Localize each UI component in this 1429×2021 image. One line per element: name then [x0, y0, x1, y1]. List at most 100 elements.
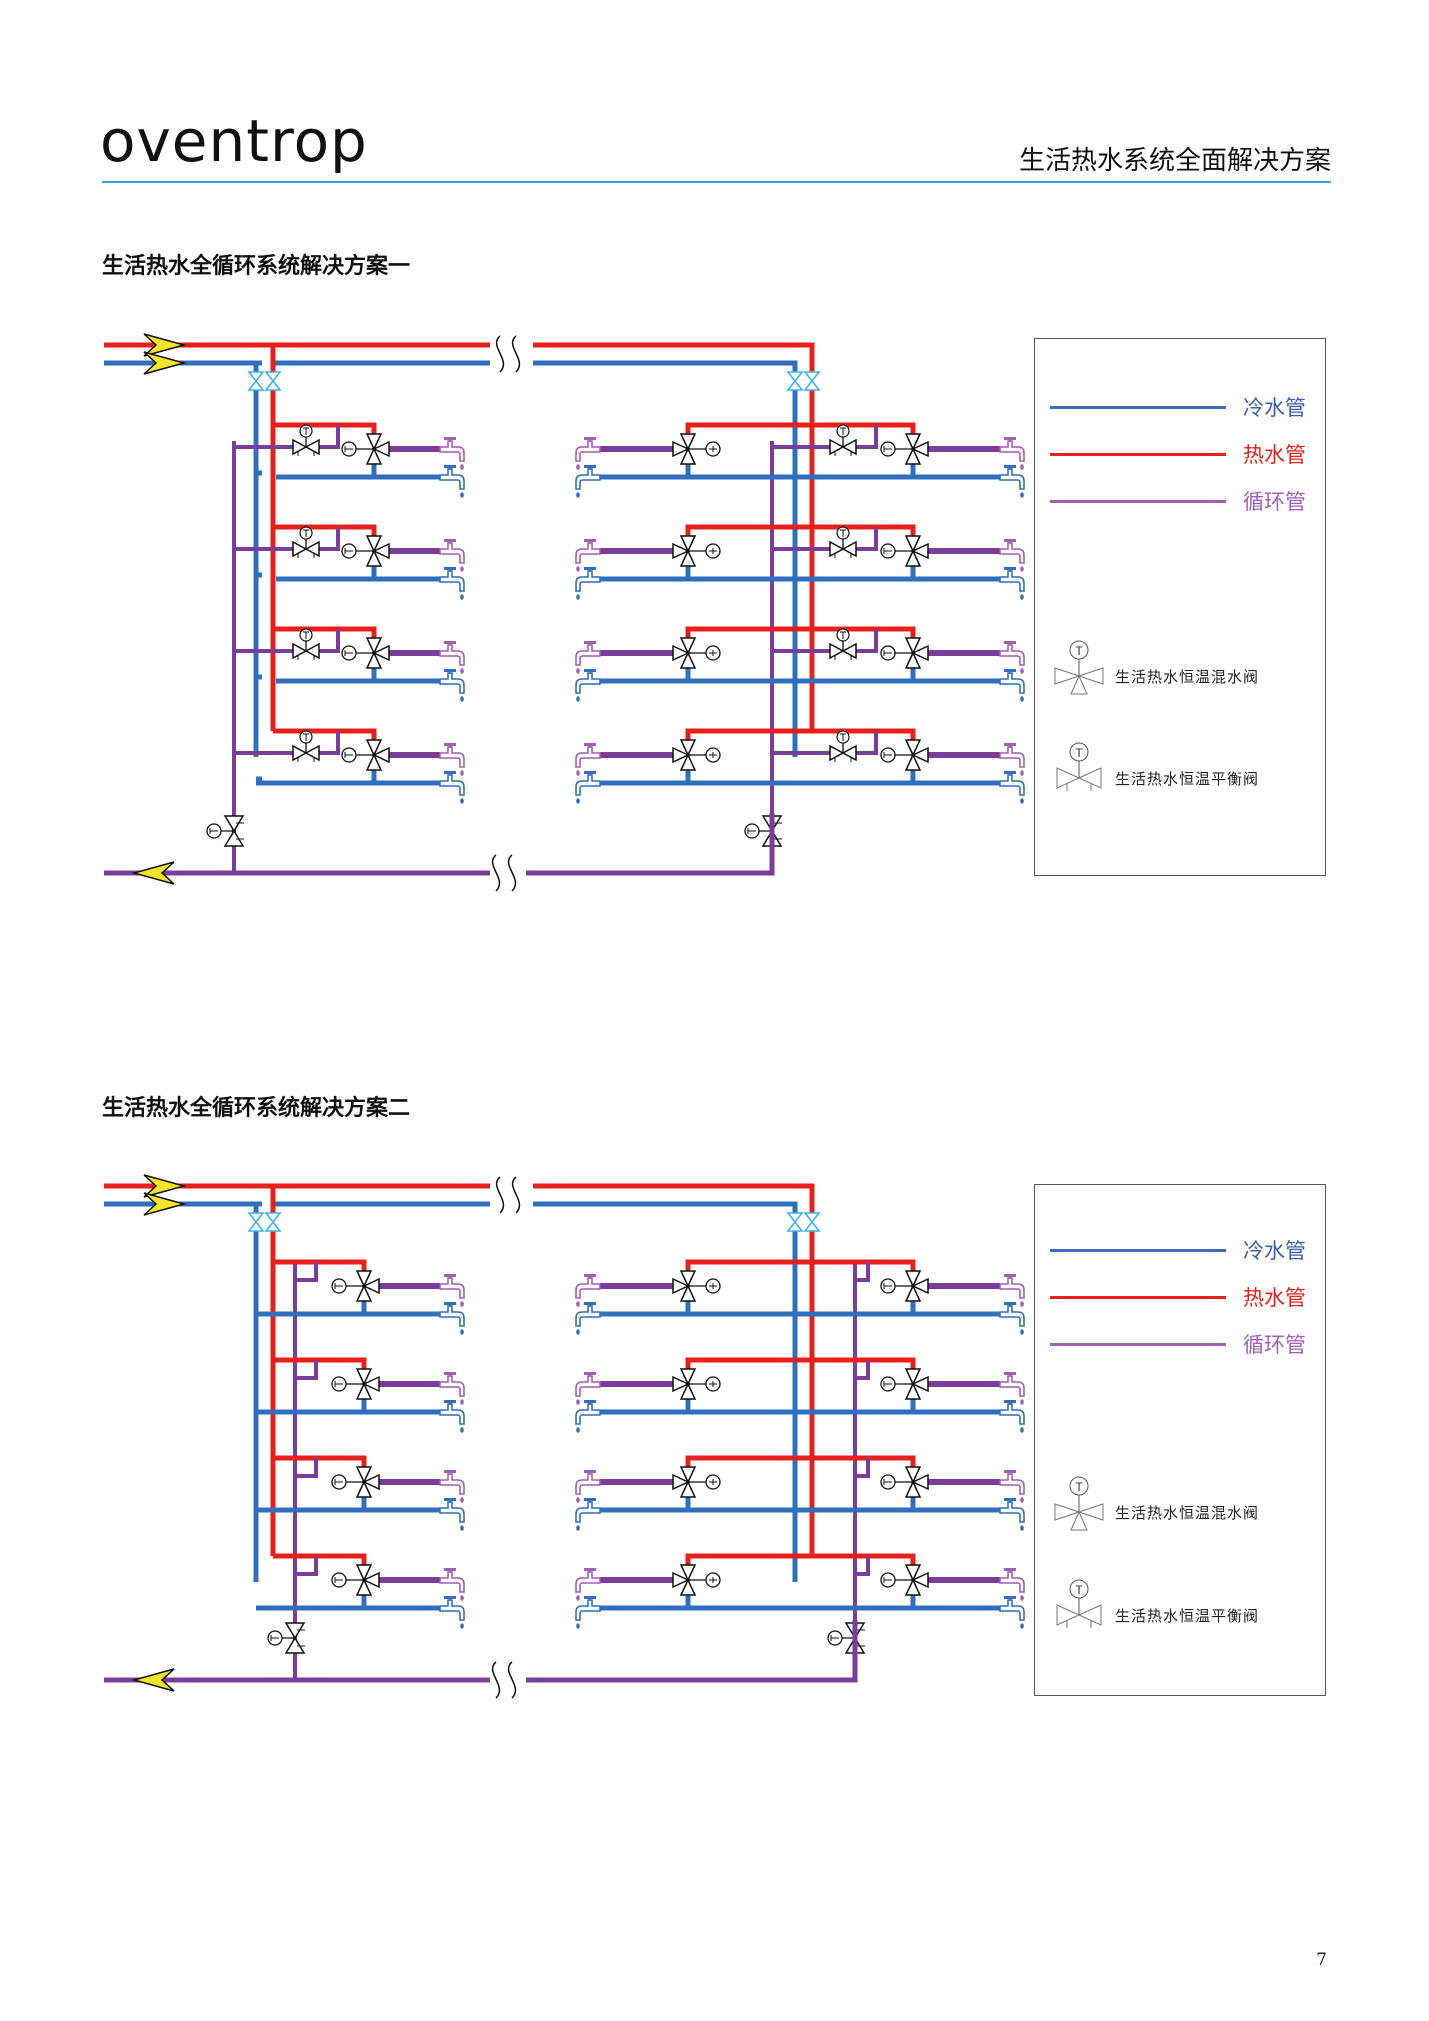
- cold-water-faucet-icon: [575, 1596, 601, 1629]
- riser-balancing-valve-icon: [827, 1622, 866, 1654]
- circulation-branch: [856, 527, 878, 551]
- mixed-water-faucet-icon: [439, 641, 465, 674]
- riser-1: [206, 371, 465, 873]
- mixed-water-faucet-icon: [439, 1274, 465, 1307]
- return-arrow-icon: [131, 1668, 175, 1692]
- balancing-valve-label: 生活热水恒温平衡阀: [1115, 770, 1260, 788]
- mixed-water-faucet-icon: [439, 1372, 465, 1405]
- cold-water-faucet-icon: [439, 1596, 465, 1629]
- circulation-branch: [855, 1556, 870, 1576]
- flow-arrow-icon: [143, 1192, 187, 1216]
- legend-hot-pipe: 热水管: [1050, 439, 1315, 469]
- floor-branch: [575, 1259, 1025, 1335]
- thermostatic-mixing-valve-icon: [341, 535, 390, 567]
- circulation-return-main: [104, 1620, 858, 1699]
- legend-circulation-pipe: 循环管: [1050, 1329, 1315, 1359]
- supply-mains: [104, 333, 815, 381]
- thermostatic-mixing-valve-icon: [880, 739, 929, 771]
- cold-water-faucet-icon: [439, 771, 465, 804]
- mixed-water-faucet-icon: [999, 1568, 1025, 1601]
- thermostatic-mixing-valve-icon: [672, 1368, 721, 1400]
- hot-water-branch: [273, 422, 377, 434]
- circulation-branch: [319, 425, 340, 449]
- thermostatic-balancing-valve-icon: [292, 628, 320, 660]
- thermostatic-mixing-valve-icon: [880, 1466, 929, 1498]
- scheme-2-legend: 冷水管 热水管 循环管 T 生活热水恒温混水阀 T 生活热水恒温平衡阀: [1034, 1184, 1326, 1696]
- hot-water-branch: [273, 1455, 367, 1467]
- floor-branch: [575, 626, 1025, 702]
- hot-pipe-label: 热水管: [1243, 443, 1306, 467]
- thermostatic-balancing-valve-icon: [829, 730, 857, 762]
- hot-water-branch: [273, 1259, 367, 1271]
- mixing-valve-label: 生活热水恒温混水阀: [1115, 668, 1260, 686]
- header-title: 生活热水系统全面解决方案: [1018, 146, 1331, 176]
- scheme-2-title: 生活热水全循环系统解决方案二: [102, 1096, 411, 1121]
- isolation-valve-icon: [247, 371, 265, 391]
- pipe-break-icon: [495, 1176, 521, 1214]
- circulation-branch: [295, 1360, 318, 1380]
- riser-1: [247, 1212, 465, 1680]
- flow-arrow-icon: [143, 351, 187, 375]
- thermostatic-mixing-valve-icon: [331, 1270, 380, 1302]
- supply-mains: [104, 1174, 815, 1222]
- circulation-branch: [856, 425, 878, 449]
- hot-water-branch: [273, 1357, 367, 1369]
- scheme-1-pipework: [104, 333, 1025, 892]
- thermostatic-balancing-valve-icon: [829, 526, 857, 558]
- circulation-branch: [855, 1458, 870, 1478]
- isolation-valve-icon: [803, 1212, 821, 1232]
- scheme-1-title: 生活热水全循环系统解决方案一: [102, 254, 411, 279]
- thermostatic-mixing-valve-icon: T: [1054, 640, 1104, 695]
- thermostatic-balancing-valve-icon: T: [1056, 1579, 1102, 1628]
- pipe-break-icon: [491, 1661, 517, 1699]
- thermostatic-mixing-valve-icon: [672, 535, 721, 567]
- page-number: 7: [1316, 1950, 1327, 1970]
- hot-water-branch: [685, 728, 916, 740]
- thermostatic-balancing-valve-icon: [292, 424, 320, 456]
- mixed-water-faucet-icon: [999, 539, 1025, 572]
- mixed-water-faucet-icon: [999, 1372, 1025, 1405]
- circulation-branch: [295, 1458, 318, 1478]
- return-arrow-icon: [131, 861, 175, 885]
- mixed-water-faucet-icon: [439, 1470, 465, 1503]
- thermostatic-mixing-valve-icon: [880, 1564, 929, 1596]
- balancing-valve-label: 生活热水恒温平衡阀: [1115, 1607, 1260, 1625]
- svg-text:T: T: [1075, 1480, 1083, 1494]
- hot-water-branch: [273, 626, 377, 638]
- svg-text:T: T: [1075, 644, 1083, 658]
- thermostatic-mixing-valve-icon: [341, 637, 390, 669]
- thermostatic-mixing-valve-icon: [672, 1564, 721, 1596]
- circulation-pipe-label: 循环管: [1243, 490, 1306, 514]
- hot-water-branch: [685, 626, 916, 638]
- oventrop-logo: oventrop: [100, 107, 368, 175]
- circulation-return-pipe: [526, 1620, 858, 1683]
- thermostatic-mixing-valve-icon: [672, 739, 721, 771]
- mixed-water-faucet-icon: [999, 641, 1025, 674]
- hot-water-main: [533, 342, 815, 381]
- circulation-return-main: [104, 813, 775, 892]
- isolation-valve-icon: [803, 371, 821, 391]
- mixed-water-faucet-icon: [439, 743, 465, 776]
- isolation-valve-icon: [786, 371, 804, 391]
- isolation-valve-icon: [786, 1212, 804, 1232]
- floor-branch: [256, 1259, 465, 1335]
- circulation-branch: [319, 629, 340, 653]
- cold-water-faucet-icon: [999, 1302, 1025, 1335]
- cold-water-faucet-icon: [439, 465, 465, 498]
- legend-balancing-valve: T 生活热水恒温平衡阀: [1053, 741, 1317, 811]
- mixing-valve-label: 生活热水恒温混水阀: [1115, 1504, 1260, 1522]
- mixed-water-faucet-icon: [999, 437, 1025, 470]
- mixed-water-faucet-icon: [575, 1274, 601, 1307]
- cold-water-faucet-icon: [439, 1498, 465, 1531]
- header-divider: [102, 181, 1331, 183]
- floor-branch: [575, 524, 1025, 600]
- legend-cold-pipe: 冷水管: [1050, 1235, 1315, 1265]
- cold-water-faucet-icon: [999, 669, 1025, 702]
- mixed-water-faucet-icon: [575, 641, 601, 674]
- floor-branch: [575, 422, 1025, 498]
- riser-balancing-valve-icon: [744, 815, 783, 847]
- mixed-water-faucet-icon: [575, 1568, 601, 1601]
- cold-water-faucet-icon: [575, 465, 601, 498]
- mixed-water-faucet-icon: [575, 743, 601, 776]
- floor-branch: [575, 728, 1025, 804]
